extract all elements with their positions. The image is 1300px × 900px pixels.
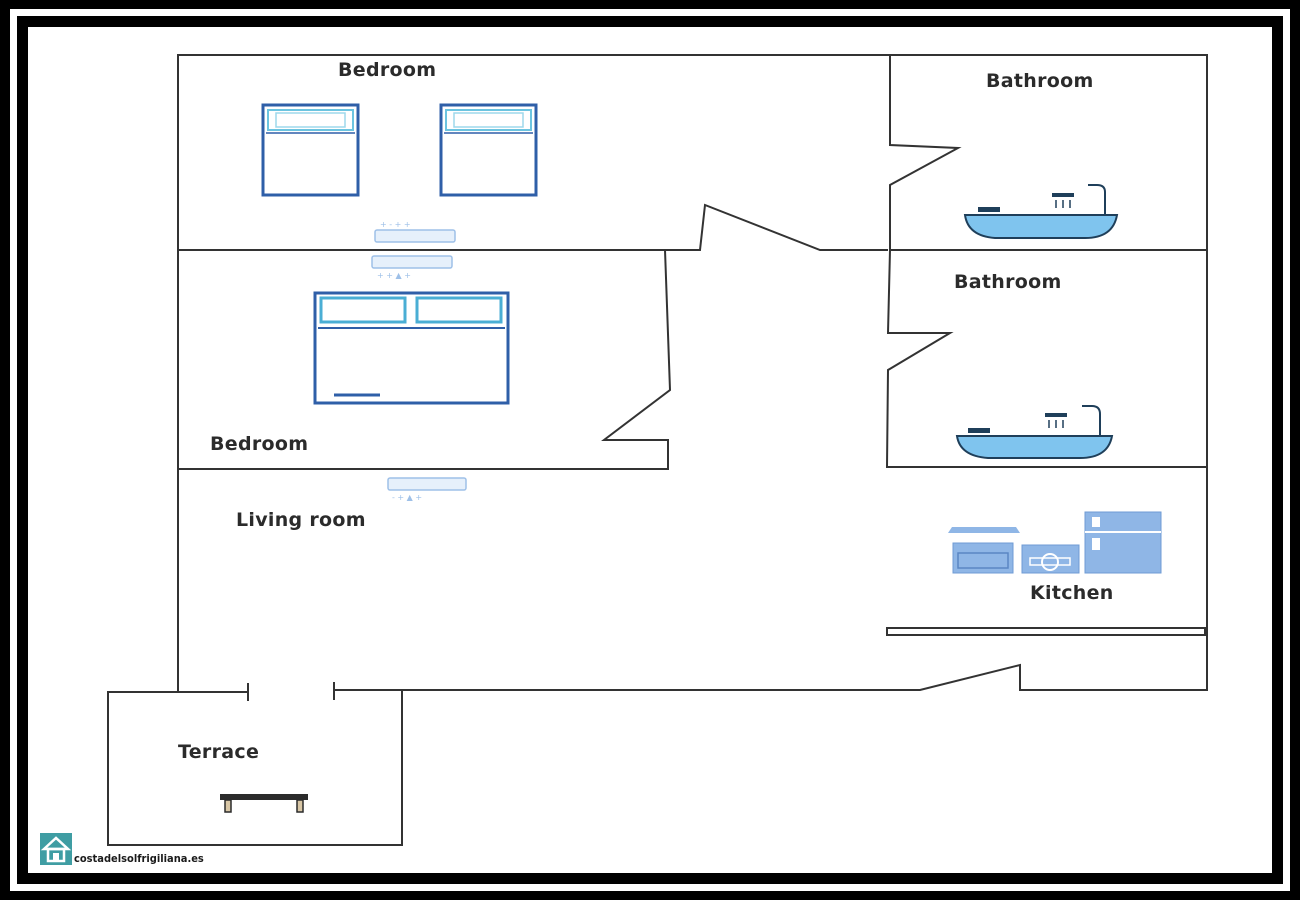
room-label-terrace: Terrace: [178, 741, 260, 763]
bathtub-icon: [955, 405, 1114, 459]
room-label-living-room: Living room: [236, 509, 366, 531]
bench-icon: [220, 794, 308, 813]
fridge-icon: [1084, 511, 1162, 574]
bathtub-icon: [963, 184, 1119, 239]
watermark-text: costadelsolfrigiliana.es: [74, 852, 204, 865]
house-logo-icon: [40, 833, 72, 865]
double-bed-icon: [313, 291, 510, 405]
room-label-bathroom-top: Bathroom: [986, 70, 1094, 92]
air-conditioner-icon: - + ▲ +: [387, 477, 467, 502]
kitchen-counter: [886, 627, 1206, 636]
watermark: costadelsolfrigiliana.es: [40, 833, 204, 865]
stove-icon: [948, 527, 1020, 574]
room-label-kitchen: Kitchen: [1030, 582, 1114, 604]
terrace-wall: [107, 690, 403, 846]
wall-bathroom-top-left: [889, 55, 962, 250]
outer-wall: [177, 54, 1208, 692]
single-bed-icon: [439, 103, 538, 197]
wall-bathroom-bottom-left: [885, 249, 1207, 468]
wall-bedroom-middle-right: [178, 249, 672, 470]
svg-text:+ + ▲ +: + + ▲ +: [377, 271, 411, 280]
air-conditioner-icon: + + ▲ +: [371, 255, 453, 280]
room-label-bedroom-middle: Bedroom: [210, 433, 309, 455]
svg-text:+ - + +: + - + +: [380, 220, 411, 229]
svg-text:- + ▲ +: - + ▲ +: [392, 493, 422, 502]
room-label-bedroom-top: Bedroom: [338, 59, 437, 81]
air-conditioner-icon: + - + +: [374, 220, 456, 243]
washing-machine-icon: [1021, 544, 1080, 574]
wall-bedroom-divider: [178, 203, 888, 251]
single-bed-icon: [261, 103, 360, 197]
room-label-bathroom-bottom: Bathroom: [954, 271, 1062, 293]
walls: [107, 54, 1208, 846]
